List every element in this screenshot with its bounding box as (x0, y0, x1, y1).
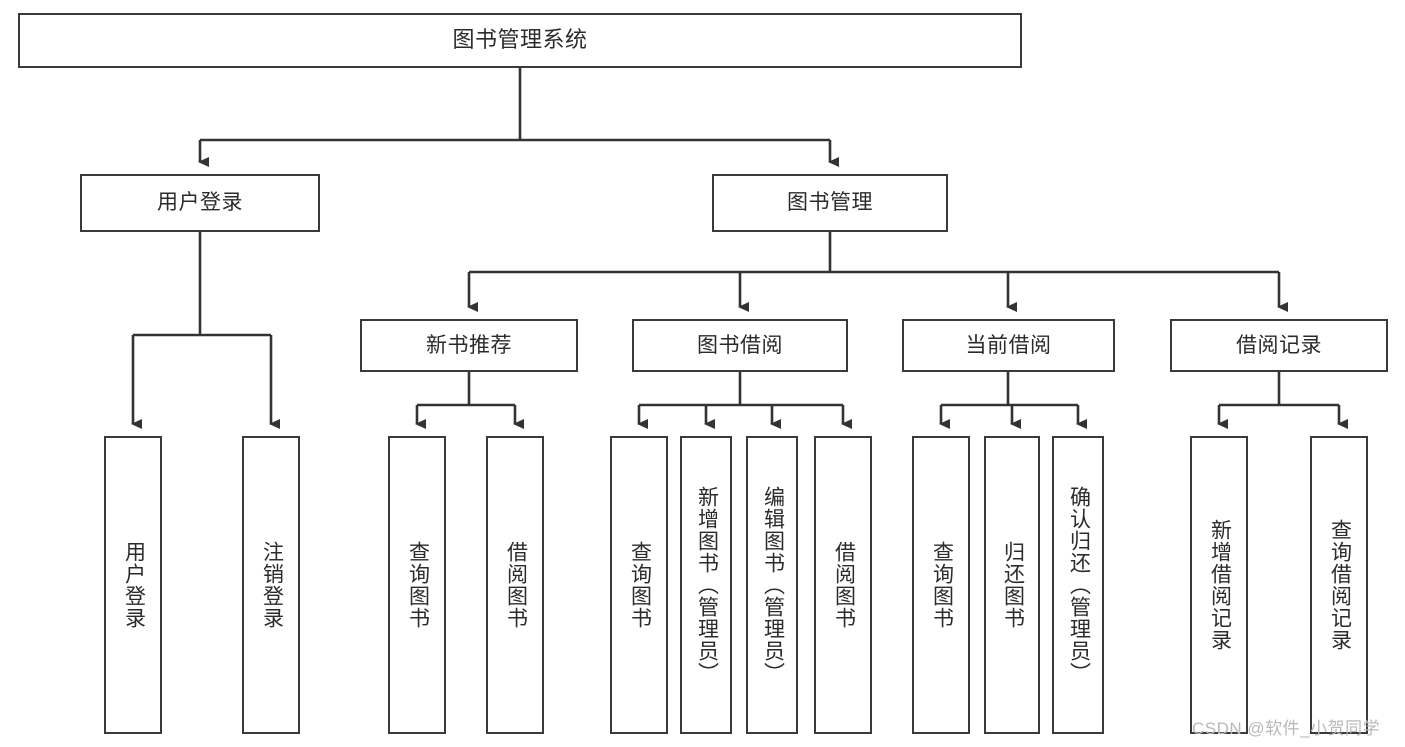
node-book-management[interactable]: 图书管理 (712, 174, 948, 232)
node-new-book-recommend-label: 新书推荐 (426, 333, 512, 357)
leaf-add-borrow-record[interactable]: 新增借阅记录 (1190, 436, 1248, 734)
node-borrow-record[interactable]: 借阅记录 (1170, 319, 1388, 372)
node-book-management-label: 图书管理 (787, 191, 873, 215)
node-user-login-label: 用户登录 (157, 191, 243, 215)
node-current-borrow[interactable]: 当前借阅 (902, 319, 1115, 372)
leaf-borrow-book-recommend-label: 借阅图书 (504, 541, 528, 629)
leaf-confirm-return-admin-label: 确认归还（管理员） (1067, 486, 1091, 684)
watermark-text: CSDN @软件_小贺同学 (1192, 719, 1381, 738)
leaf-user-login[interactable]: 用户登录 (104, 436, 162, 734)
leaf-logout[interactable]: 注销登录 (242, 436, 300, 734)
leaf-add-borrow-record-label: 新增借阅记录 (1208, 519, 1232, 651)
leaf-query-book-borrow[interactable]: 查询图书 (610, 436, 668, 734)
node-current-borrow-label: 当前借阅 (965, 333, 1052, 357)
node-borrow-record-label: 借阅记录 (1236, 333, 1322, 357)
leaf-edit-book-admin-label: 编辑图书（管理员） (761, 486, 785, 684)
leaf-add-book-admin-label: 新增图书（管理员） (695, 486, 719, 684)
leaf-borrow-book-recommend[interactable]: 借阅图书 (486, 436, 544, 734)
node-root-label: 图书管理系统 (452, 27, 588, 53)
leaf-return-book-label: 归还图书 (1001, 541, 1025, 629)
leaf-add-book-admin[interactable]: 新增图书（管理员） (680, 436, 732, 734)
leaf-query-book-borrow-label: 查询图书 (628, 541, 652, 629)
leaf-edit-book-admin[interactable]: 编辑图书（管理员） (746, 436, 798, 734)
leaf-query-book-recommend-label: 查询图书 (406, 541, 430, 629)
leaf-borrow-book-label: 借阅图书 (832, 541, 856, 629)
node-book-borrow-label: 图书借阅 (697, 333, 783, 357)
node-book-borrow[interactable]: 图书借阅 (632, 319, 848, 372)
node-new-book-recommend[interactable]: 新书推荐 (360, 319, 578, 372)
leaf-query-book-recommend[interactable]: 查询图书 (388, 436, 446, 734)
node-root[interactable]: 图书管理系统 (18, 13, 1022, 68)
leaf-query-borrow-record[interactable]: 查询借阅记录 (1310, 436, 1368, 734)
leaf-query-book-current[interactable]: 查询图书 (912, 436, 970, 734)
leaf-confirm-return-admin[interactable]: 确认归还（管理员） (1052, 436, 1104, 734)
leaf-query-book-current-label: 查询图书 (930, 541, 954, 629)
leaf-logout-label: 注销登录 (260, 541, 284, 629)
leaf-return-book[interactable]: 归还图书 (984, 436, 1040, 734)
leaf-query-borrow-record-label: 查询借阅记录 (1328, 519, 1352, 651)
leaf-borrow-book[interactable]: 借阅图书 (814, 436, 872, 734)
leaf-user-login-label: 用户登录 (122, 541, 146, 629)
node-user-login[interactable]: 用户登录 (80, 174, 320, 232)
watermark: CSDN @软件_小贺同学 (1192, 714, 1380, 739)
